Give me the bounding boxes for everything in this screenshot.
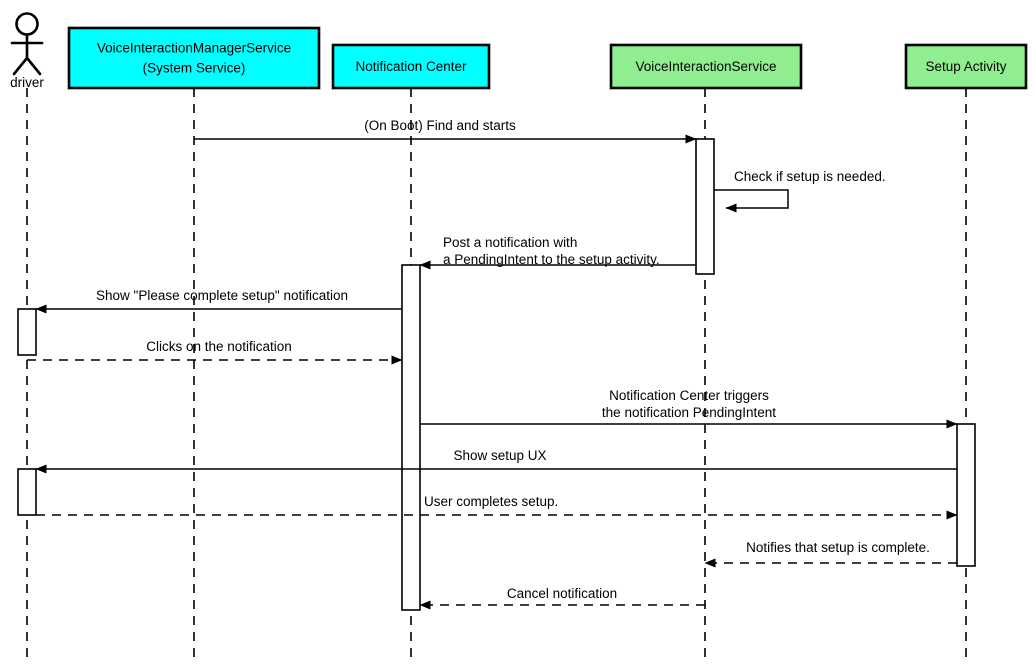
message-label-msg-7: Show setup UX	[453, 448, 546, 463]
message-msg-5[interactable]: Clicks on the notification	[27, 339, 403, 365]
activation-bars-group	[17, 138, 976, 611]
participant-box-rect-vis[interactable]	[609, 43, 803, 90]
activation-bar-driver	[17, 468, 37, 516]
participant-box-rect-notification_center[interactable]	[331, 43, 491, 90]
message-label-msg-1: (On Boot) Find and starts	[364, 118, 516, 133]
participant-box-vis[interactable]: VoiceInteractionService	[609, 43, 803, 90]
participant-label-setup_activity: Setup Activity	[925, 59, 1006, 74]
message-line-msg-2	[714, 189, 789, 213]
activation-bar-notification_center	[401, 264, 421, 611]
message-msg-10[interactable]: Cancel notification	[419, 586, 705, 610]
participant-box-setup_activity[interactable]: Setup Activity	[904, 43, 1028, 90]
message-label-msg-4: Show "Please complete setup" notificatio…	[96, 288, 348, 303]
message-msg-4[interactable]: Show "Please complete setup" notificatio…	[35, 288, 402, 314]
message-msg-3[interactable]: Post a notification with a PendingIntent …	[419, 235, 696, 270]
message-msg-8[interactable]: User completes setup.	[36, 494, 958, 520]
message-msg-6[interactable]: Notification Center triggers the notifica…	[420, 388, 958, 429]
participant-headers-group: driver VoiceInteractionManagerService (Sys…	[10, 12, 1028, 90]
message-msg-1[interactable]: (On Boot) Find and starts	[194, 118, 697, 144]
participant-label-notification_center: Notification Center	[355, 59, 467, 74]
participant-box-rect-vims[interactable]	[67, 26, 321, 90]
message-label-msg-3: Post a notification with	[443, 235, 577, 250]
message-label-msg-2: Check if setup is needed.	[734, 169, 886, 184]
message-label-msg-9: Notifies that setup is complete.	[746, 540, 930, 555]
participant-box-rect-setup_activity[interactable]	[904, 43, 1028, 90]
activation-bar-driver	[17, 308, 37, 356]
activation-bar-vis	[695, 138, 715, 275]
activation-bar-setup_activity	[956, 423, 976, 567]
message-msg-7[interactable]: Show setup UX	[35, 448, 957, 474]
message-label-msg-6: the notification PendingIntent	[602, 405, 776, 420]
participant-sublabel-vims: (System Service)	[143, 61, 246, 76]
message-label-msg-6: Notification Center triggers	[609, 388, 769, 403]
message-label-msg-3: a PendingIntent to the setup activity.	[443, 252, 660, 267]
message-label-msg-5: Clicks on the notification	[146, 339, 292, 354]
participant-label-vis: VoiceInteractionService	[635, 59, 776, 74]
actor-driver: driver	[10, 12, 44, 90]
participant-label-vims: VoiceInteractionManagerService	[97, 41, 291, 56]
message-msg-9[interactable]: Notifies that setup is complete.	[704, 540, 957, 568]
participant-box-vims[interactable]: VoiceInteractionManagerService (System Se…	[67, 26, 321, 90]
actor-label-driver: driver	[10, 75, 44, 90]
message-msg-2[interactable]: Check if setup is needed.	[714, 169, 886, 213]
message-label-msg-8: User completes setup.	[424, 494, 558, 509]
message-label-msg-10: Cancel notification	[507, 586, 617, 601]
participant-box-notification_center[interactable]: Notification Center	[331, 43, 491, 90]
